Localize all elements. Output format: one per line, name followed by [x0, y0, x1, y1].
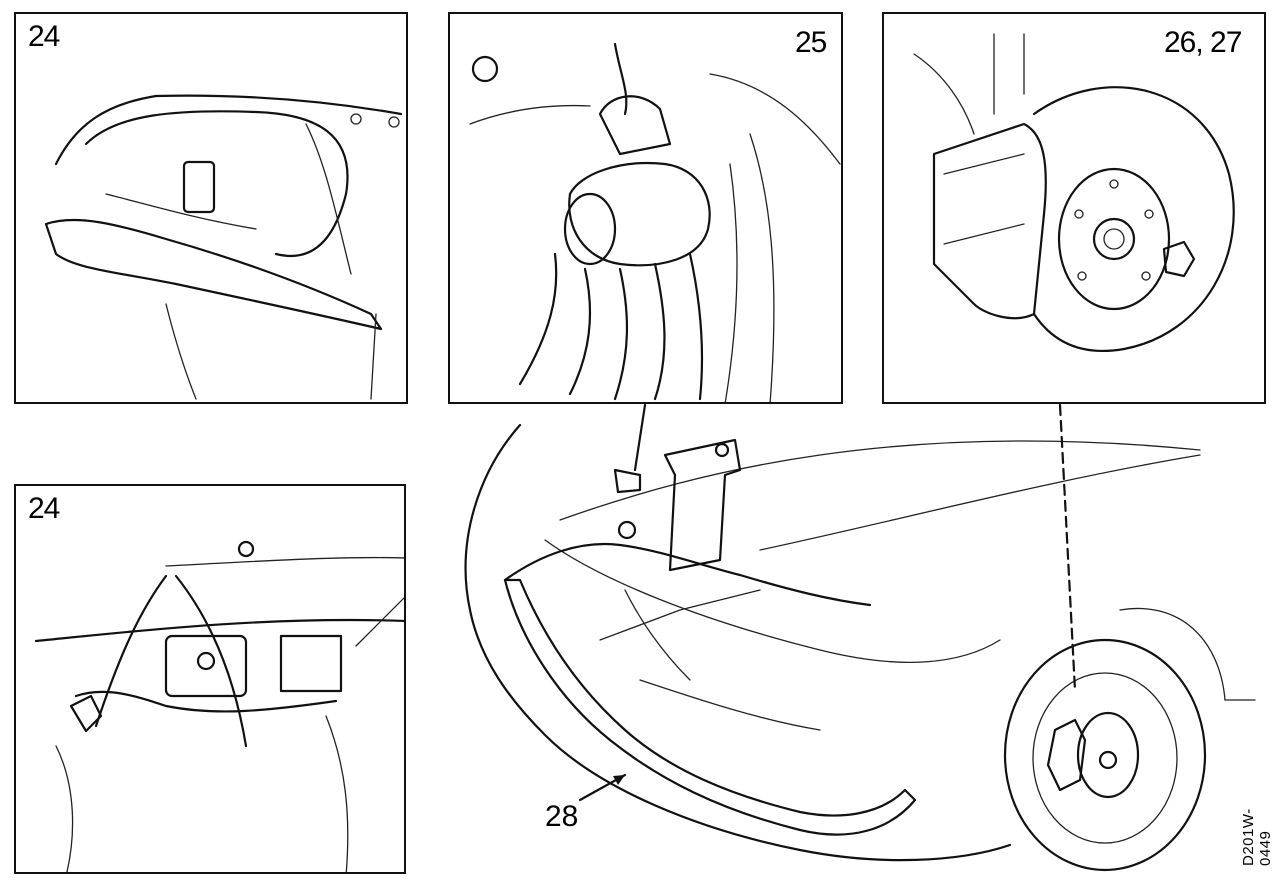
mount-bracket — [663, 438, 742, 572]
clip-part — [613, 468, 642, 494]
wheel-hub — [1076, 711, 1140, 799]
bracket-plate — [164, 634, 248, 698]
wheel-nut — [1162, 240, 1196, 278]
shield-mount-drawing — [34, 540, 404, 872]
panel-label-25: 25 — [795, 26, 827, 59]
wiring-connector-drawing — [469, 42, 841, 402]
connector-plug — [69, 694, 103, 733]
module-box — [279, 634, 343, 693]
hub-center — [1092, 217, 1136, 261]
callout-label-28: 28 — [545, 800, 579, 833]
wheel-outer — [1003, 638, 1207, 872]
panel-label-24-top: 24 — [28, 20, 60, 53]
inset-panel-24-bottom: 24 — [14, 484, 406, 874]
brake-caliper-drawing — [913, 33, 1235, 353]
brake-disc — [1032, 86, 1235, 353]
figure-code: D201W-0449 — [1240, 808, 1274, 866]
inset-panel-24-top: 24 — [14, 12, 408, 404]
connector-body — [568, 162, 711, 267]
shield-lip — [44, 218, 383, 331]
panel-label-26-27: 26, 27 — [1164, 26, 1242, 59]
panel-label-24-bottom: 24 — [28, 492, 60, 525]
connector-clip — [598, 95, 672, 156]
inset-panel-25: 25 — [448, 12, 843, 404]
caliper-body — [932, 122, 1047, 320]
leader-line-26-27 — [1058, 403, 1077, 692]
undershield-part — [503, 578, 917, 836]
shield-slot — [182, 160, 216, 214]
bumper-outline — [464, 423, 1012, 862]
shield-front-drawing — [44, 94, 403, 400]
inset-panel-26-27: 26, 27 — [882, 12, 1266, 404]
leader-line-25 — [633, 403, 647, 472]
caliper-on-wheel — [1046, 718, 1087, 792]
